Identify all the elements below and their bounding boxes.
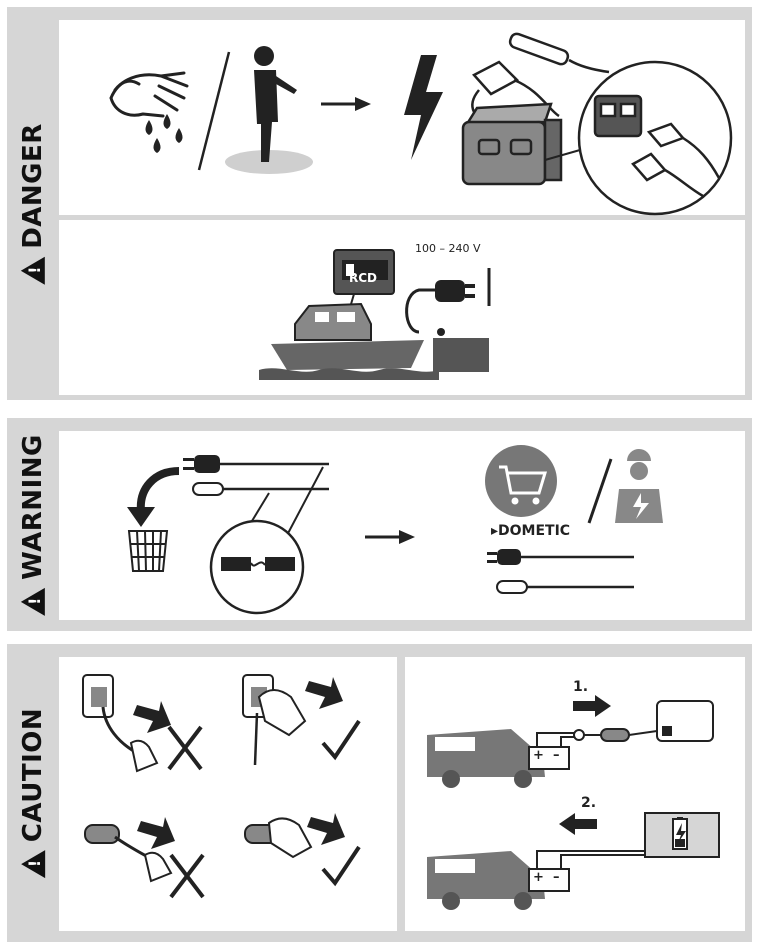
warning-panel: ▸DOMETIC <box>59 431 745 620</box>
mains-plug-icon <box>471 60 560 118</box>
battery-icon <box>528 746 570 770</box>
voltage-label: 100 – 240 V <box>415 242 481 255</box>
power-plug-cable-icon <box>183 455 329 473</box>
battery-connection-illustration <box>427 695 720 910</box>
battery-minus-label: – <box>553 870 560 885</box>
checkmark-icon <box>321 719 361 761</box>
dock-pier <box>433 338 489 372</box>
water-drops-icon <box>145 114 183 153</box>
pull-car-cable-wrong-illustration <box>84 824 173 883</box>
step-1-label: 1. <box>573 679 589 695</box>
charger-box-icon <box>644 812 720 858</box>
battery-icon <box>528 868 570 892</box>
danger-panel-bottom: RCD 100 – 240 V <box>59 220 745 395</box>
caution-panel-right: + – + – 1. 2. <box>405 657 745 931</box>
caution-panel-left <box>59 657 397 931</box>
boat-icon <box>271 302 424 370</box>
arrow-right-icon <box>365 530 415 544</box>
rcd-device-icon <box>333 249 395 295</box>
caution-side-label: CAUTION <box>7 644 59 942</box>
battery-minus-label: – <box>553 748 560 763</box>
pull-arrow-icon <box>133 701 171 733</box>
danger-label: DANGER <box>18 122 48 249</box>
arrow-right-icon <box>321 97 371 111</box>
brand-chevron-icon: ▸ <box>491 523 499 539</box>
damaged-cable-illustration <box>127 445 663 615</box>
shopping-cart-icon <box>485 445 557 517</box>
arrow-left-icon <box>559 813 597 835</box>
step-2-label: 2. <box>581 795 597 811</box>
pull-arrow-icon <box>137 817 175 849</box>
pull-cable-wrong-illustration <box>82 674 159 773</box>
warning-triangle-icon <box>21 256 45 285</box>
battery-plus-label: + <box>533 870 544 885</box>
warning-triangle-icon <box>21 587 45 616</box>
cooler-box-icon <box>461 102 563 186</box>
danger-illustration <box>109 32 733 216</box>
warning-triangle-icon <box>21 850 46 879</box>
brand-name: DOMETIC <box>498 523 571 539</box>
cross-icon <box>167 725 203 771</box>
discard-arrow-icon <box>136 467 180 512</box>
water-waves <box>259 368 439 380</box>
warning-section: WARNING <box>7 418 752 631</box>
warning-side-label: WARNING <box>7 418 59 631</box>
shore-power-cable <box>405 288 435 334</box>
pull-arrow-icon <box>305 677 343 709</box>
pull-plug-correct-illustration <box>242 674 307 766</box>
danger-section: DANGER <box>7 7 752 400</box>
car-plug-icon <box>600 728 630 742</box>
electrician-icon <box>615 449 663 523</box>
wet-hand-icon <box>109 71 189 118</box>
danger-panel-top <box>59 20 745 216</box>
battery-plus-label: + <box>533 748 544 763</box>
new-car-plug-cable-icon <box>496 580 634 594</box>
van-icon <box>427 729 545 788</box>
arrow-right-icon <box>573 695 611 717</box>
danger-side-label: DANGER <box>7 7 59 400</box>
damaged-cable-callout <box>209 519 305 615</box>
trash-bin-icon <box>127 530 169 572</box>
lightning-bolt-icon <box>404 55 443 160</box>
warning-label: WARNING <box>18 433 48 580</box>
brand-logo: ▸DOMETIC <box>491 523 570 539</box>
fuse-icon <box>573 729 585 741</box>
checkmark-icon <box>321 845 361 887</box>
unplug-correctly-illustration <box>82 674 361 899</box>
new-power-plug-cable-icon <box>487 549 634 565</box>
cross-icon <box>169 853 205 899</box>
socket-detail-callout <box>577 60 733 216</box>
caution-label: CAUTION <box>18 707 49 843</box>
power-plug-icon <box>435 280 475 302</box>
divider-slash <box>587 458 613 524</box>
caution-section: CAUTION <box>7 644 752 942</box>
van-icon <box>427 851 545 910</box>
cooler-box-icon <box>656 700 714 742</box>
boat-rcd-illustration <box>259 249 491 380</box>
car-plug-icon <box>508 32 610 74</box>
rcd-label: RCD <box>349 271 378 285</box>
person-standing-icon <box>254 46 297 162</box>
divider-slash <box>197 51 231 171</box>
pull-car-plug-correct-illustration <box>244 817 313 859</box>
pull-arrow-icon <box>307 813 345 845</box>
